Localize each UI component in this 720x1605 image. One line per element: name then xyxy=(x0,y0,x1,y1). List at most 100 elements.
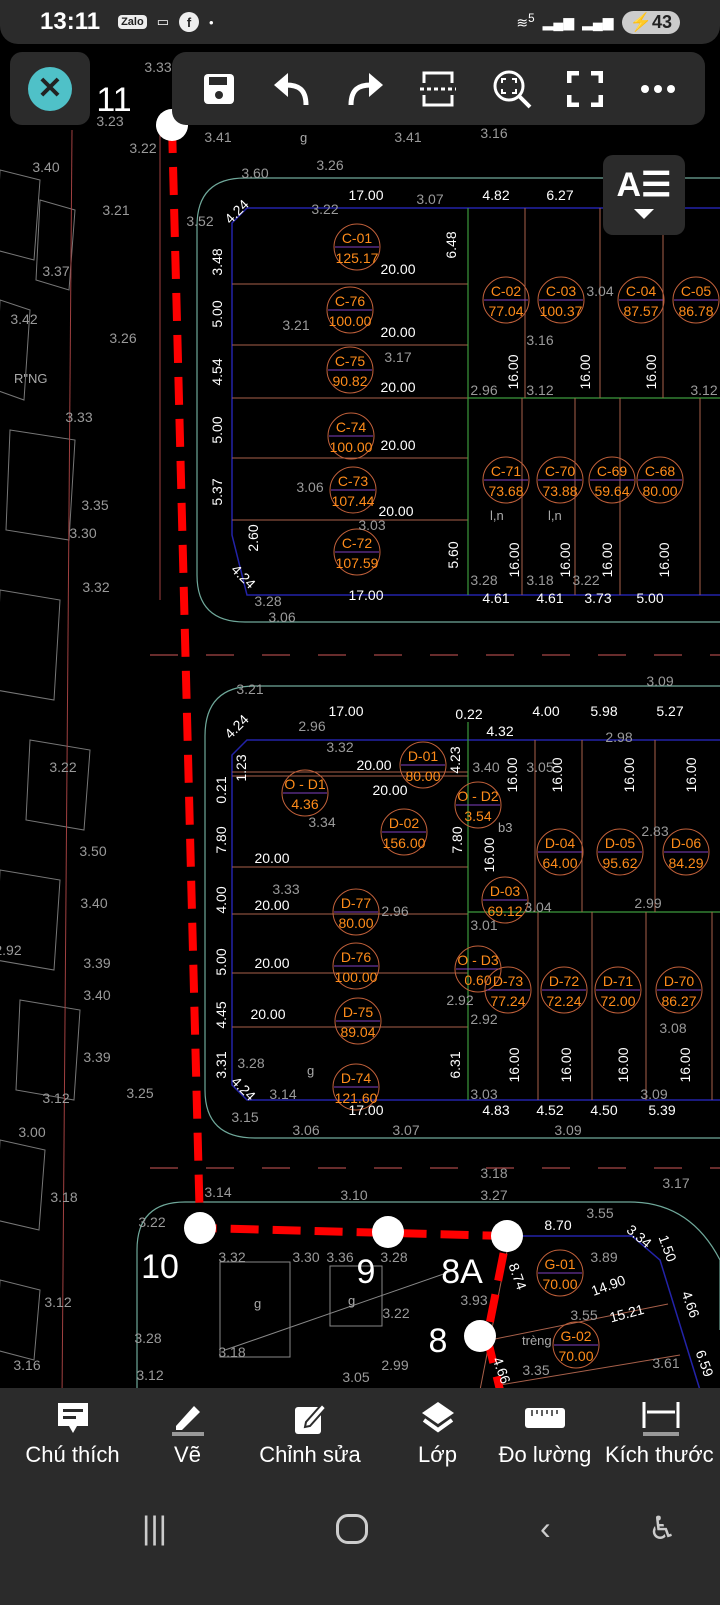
tool-annotation[interactable]: Chú thích xyxy=(0,1400,145,1468)
lot-area: 70.00 xyxy=(542,1276,577,1292)
back-button[interactable]: ‹ xyxy=(540,1509,551,1546)
elevation-label: 3.14 xyxy=(269,1086,296,1102)
lot-id: C-73 xyxy=(338,473,369,489)
close-button[interactable]: ✕ xyxy=(28,66,72,111)
block-g-outline xyxy=(510,1235,701,1391)
lot-area: 72.24 xyxy=(546,993,581,1009)
elevation-label: 3.28 xyxy=(237,1055,264,1071)
zoom-extents-icon xyxy=(493,70,532,108)
recent-apps-button[interactable]: ||| xyxy=(142,1509,167,1546)
accessibility-button[interactable]: ♿︎ xyxy=(648,1510,677,1546)
elevation-label: 3.10 xyxy=(340,1187,367,1203)
house-outline xyxy=(329,1265,383,1327)
route-point-label: 10 xyxy=(141,1248,179,1286)
undo-icon xyxy=(273,72,309,105)
dimension-label: 6.31 xyxy=(447,1051,463,1078)
dimension-label: 3.31 xyxy=(213,1051,229,1078)
lot-id: D-72 xyxy=(549,973,580,989)
route-vertex-handle xyxy=(491,1220,523,1252)
lot-id: D-05 xyxy=(605,835,636,851)
elevation-label: 3.55 xyxy=(570,1307,597,1323)
android-nav-bar: ||| ‹ ♿︎ xyxy=(0,1488,720,1568)
lot-id: D-76 xyxy=(341,949,372,965)
lot-id: C-75 xyxy=(335,353,366,369)
elevation-label: 2.92 xyxy=(0,942,22,958)
lot-area: 156.00 xyxy=(383,835,426,851)
save-button[interactable] xyxy=(197,67,241,111)
tool-measure[interactable]: Đo lường xyxy=(485,1400,605,1468)
dimension-label: 3.34 xyxy=(624,1221,655,1251)
lot-id: C-72 xyxy=(342,535,373,551)
fullscreen-button[interactable] xyxy=(563,67,607,111)
more-icon xyxy=(641,84,676,93)
lot-line xyxy=(499,1354,681,1386)
lot-id: O - D2 xyxy=(457,788,498,804)
lot-area: 100.00 xyxy=(330,439,373,455)
signal-icon-2: ▂▄▆ xyxy=(582,13,614,30)
elevation-label: 3.22 xyxy=(311,201,338,217)
redo-button[interactable] xyxy=(343,67,387,111)
fit-width-button[interactable] xyxy=(416,67,460,111)
dimension-label: 16.00 xyxy=(481,837,497,872)
elevation-label: 3.32 xyxy=(218,1249,245,1265)
annotation-text: trèng xyxy=(522,1333,552,1348)
dimension-label: 4.54 xyxy=(209,358,225,385)
lot-circle xyxy=(672,276,720,324)
tool-draw[interactable]: Vẽ xyxy=(145,1400,230,1468)
lot-id: D-73 xyxy=(493,973,524,989)
lot-id: C-05 xyxy=(681,283,712,299)
tool-edit[interactable]: Chỉnh sửa xyxy=(230,1400,390,1468)
dropdown-arrow-icon xyxy=(634,209,654,219)
elevation-label: 3.27 xyxy=(480,1187,507,1203)
elevation-label: 3.28 xyxy=(470,572,497,588)
dimension-label: 4.61 xyxy=(482,590,509,606)
elevation-label: 3.22 xyxy=(129,140,156,156)
elevation-label: 3.28 xyxy=(254,593,281,609)
lot-id: G-02 xyxy=(560,1328,591,1344)
building-outline xyxy=(35,199,76,291)
lot-id: O - D1 xyxy=(284,776,325,792)
dimension-label: 20.00 xyxy=(380,437,415,453)
elevation-label: 2.92 xyxy=(446,992,473,1008)
lot-marker-D-05: D-05 95.62 xyxy=(596,828,644,876)
lot-id: D-01 xyxy=(408,748,439,764)
lot-circle xyxy=(334,997,382,1045)
tool-layers[interactable]: Lớp xyxy=(390,1400,485,1468)
undo-button[interactable] xyxy=(270,67,314,111)
text-style-button[interactable]: A☰ xyxy=(603,155,685,235)
tool-dimension[interactable]: Kích thước xyxy=(605,1400,720,1468)
dimension-label: 20.00 xyxy=(380,324,415,340)
home-button[interactable] xyxy=(336,1514,368,1544)
lot-area: 121.60 xyxy=(335,1090,378,1106)
lot-area: 95.62 xyxy=(602,855,637,871)
block-c-outline xyxy=(231,207,720,596)
building-outline xyxy=(0,869,61,971)
lot-id: C-04 xyxy=(626,283,657,299)
lot-circle xyxy=(326,346,374,394)
annotation-text: g xyxy=(307,1063,314,1078)
elevation-label: 3.33 xyxy=(65,409,92,425)
elevation-label: 3.40 xyxy=(472,759,499,775)
elevation-label: 2.92 xyxy=(470,1011,497,1027)
dimension-label: 7.80 xyxy=(449,826,465,853)
lot-area: 77.04 xyxy=(488,303,523,319)
lot-circle xyxy=(332,1063,380,1111)
elevation-label: 3.14 xyxy=(204,1184,231,1200)
more-button[interactable] xyxy=(636,67,680,111)
elevation-label: 3.15 xyxy=(231,1109,258,1125)
dimension-label: 16.00 xyxy=(683,757,699,792)
elevation-label: 3.09 xyxy=(646,673,673,689)
lot-marker-O-D1: O - D14.36 xyxy=(281,769,329,817)
elevation-label: 3.04 xyxy=(586,283,613,299)
zoom-extents-button[interactable] xyxy=(490,67,534,111)
lot-circle xyxy=(484,966,532,1014)
elevation-label: 3.18 xyxy=(526,572,553,588)
elevation-label: 3.21 xyxy=(102,202,129,218)
text-style-icon: A☰ xyxy=(616,166,672,204)
lot-area: 69.12 xyxy=(487,903,522,919)
